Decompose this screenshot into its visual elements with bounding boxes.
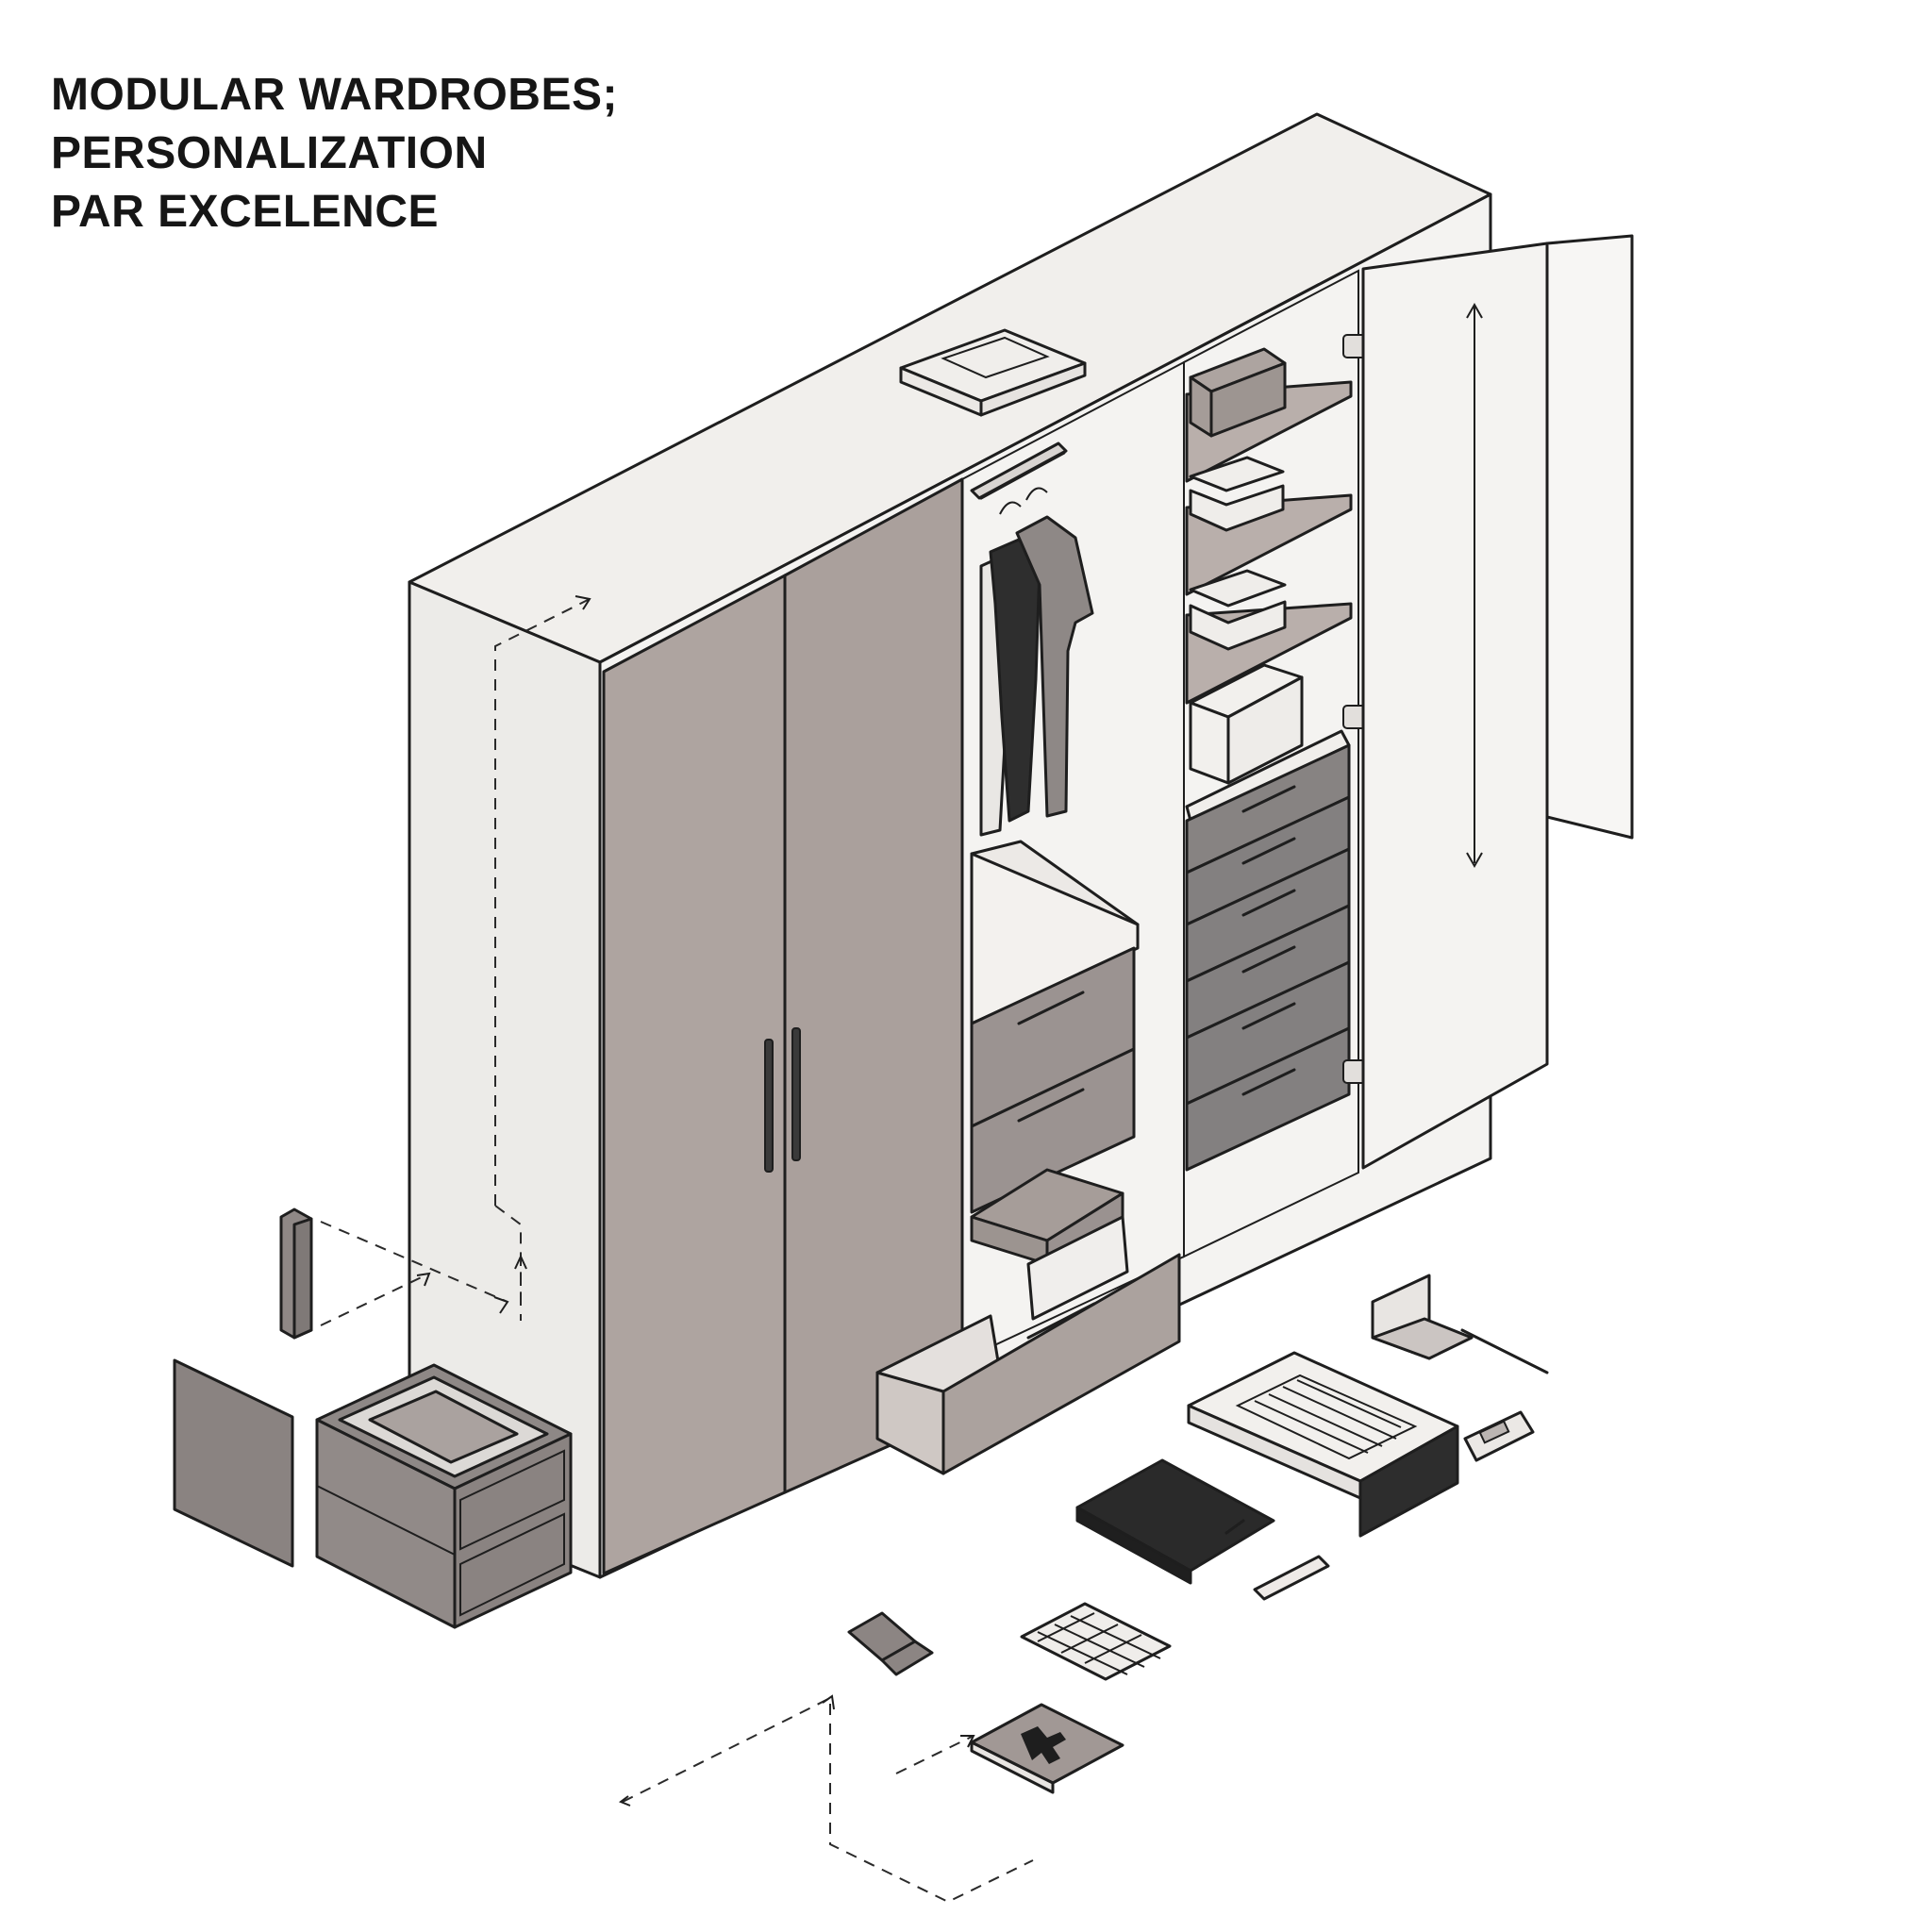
dark-tray-panel <box>1075 1458 1275 1585</box>
drawer-handle-part <box>1463 1410 1535 1462</box>
folded-garment-item <box>970 1703 1124 1794</box>
headline: MODULAR WARDROBES; PERSONALIZATION PAR E… <box>51 66 618 242</box>
door-handle-left <box>764 1039 774 1173</box>
shoe-clip-part <box>847 1611 934 1676</box>
closed-double-doors <box>602 477 964 1575</box>
mesh-tray <box>1020 1602 1172 1681</box>
headline-line-3: PAR EXCELENCE <box>51 187 440 237</box>
shelves-section <box>1185 347 1353 785</box>
folded-clothes-stack <box>970 1168 1129 1321</box>
corner-bracket <box>1371 1274 1549 1374</box>
hanging-clothes <box>979 487 1094 837</box>
assembly-guide-bottom <box>622 1696 1034 1904</box>
door-handle-right <box>791 1027 801 1161</box>
side-connector-bracket <box>279 1208 313 1340</box>
drawer-stack <box>1185 729 1351 1172</box>
loose-side-panel <box>173 1358 294 1568</box>
pull-out-drawer <box>875 1253 1181 1475</box>
hanging-rail <box>970 441 1068 500</box>
storage-crate <box>315 1363 573 1629</box>
folded-clothes-top <box>899 328 1087 417</box>
open-door <box>1361 234 1634 1170</box>
slide-rod <box>1253 1555 1330 1601</box>
open-section-drawers <box>970 840 1140 1214</box>
headline-line-1: MODULAR WARDROBES; <box>51 70 618 120</box>
assembly-guide-side <box>494 598 591 1206</box>
headline-line-2: PERSONALIZATION <box>51 128 488 178</box>
wire-basket-drawer <box>1187 1351 1459 1538</box>
